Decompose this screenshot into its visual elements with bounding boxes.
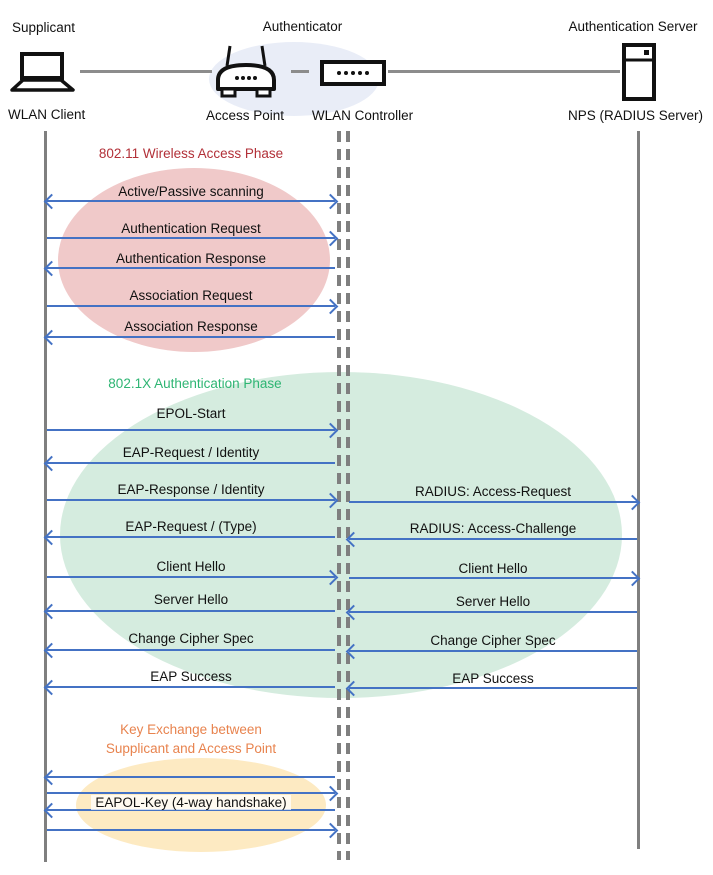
phase-ellipse-8021x-authentication xyxy=(60,372,622,698)
message-arrow-left xyxy=(349,650,637,652)
connector-client-ap xyxy=(80,70,212,73)
eapol-key-arrow-1-left xyxy=(47,776,335,778)
role-label-authenticator: Authenticator xyxy=(262,19,343,34)
message-label: EAP Success xyxy=(150,669,232,684)
phase-ellipse-80211-wireless-access xyxy=(58,168,330,352)
message-arrow-right xyxy=(349,577,637,579)
message-arrow-left xyxy=(47,686,335,688)
message-arrow-right xyxy=(47,429,335,431)
message-label: RADIUS: Access-Request xyxy=(414,484,572,499)
message-arrow-right xyxy=(47,576,335,578)
wlan-controller-icon xyxy=(320,60,386,86)
device-label-access-point: Access Point xyxy=(205,108,285,123)
message-label: Active/Passive scanning xyxy=(118,184,264,199)
device-label-wlan-client: WLAN Client xyxy=(8,107,86,122)
device-label-wlan-controller: WLAN Controller xyxy=(311,108,414,123)
message-label: Change Cipher Spec xyxy=(128,631,254,646)
message-arrow-right xyxy=(47,237,335,239)
message-arrow-left xyxy=(47,610,335,612)
message-label: Client Hello xyxy=(458,561,528,576)
phase-title-key-exchange-line2: Supplicant and Access Point xyxy=(105,741,277,756)
message-arrow-right xyxy=(47,305,335,307)
connector-ap-controller xyxy=(291,70,309,73)
lifeline-wlan-controller-dashed-2 xyxy=(346,131,350,860)
message-label: Server Hello xyxy=(455,594,531,609)
message-label: EPOL-Start xyxy=(156,406,226,421)
lifeline-nps-server xyxy=(637,131,640,849)
message-arrow-left xyxy=(47,462,335,464)
message-arrow-right xyxy=(47,499,335,501)
message-label: Authentication Response xyxy=(115,251,267,266)
message-label: RADIUS: Access-Challenge xyxy=(409,521,577,536)
message-label: EAP-Response / Identity xyxy=(117,482,265,497)
phase-title-key-exchange-line1: Key Exchange between xyxy=(120,722,262,737)
message-label: Client Hello xyxy=(156,559,226,574)
phase-title-80211-wireless-access: 802.11 Wireless Access Phase xyxy=(98,146,284,161)
message-arrow-left xyxy=(349,538,637,540)
lifeline-wlan-controller-dashed-1 xyxy=(337,131,341,860)
message-label: EAPOL-Key (4-way handshake) xyxy=(45,795,337,810)
message-label: Association Response xyxy=(124,319,258,334)
message-label: Association Request xyxy=(129,288,253,303)
message-label: EAP Success xyxy=(452,671,534,686)
phase-title-8021x-authentication: 802.1X Authentication Phase xyxy=(108,376,282,391)
server-icon xyxy=(622,43,656,101)
message-arrow-left xyxy=(349,611,637,613)
role-label-supplicant: Supplicant xyxy=(12,20,76,35)
connector-controller-server xyxy=(388,70,620,73)
message-arrow-both xyxy=(47,200,335,202)
message-label: EAP-Request / Identity xyxy=(122,445,260,460)
message-label: Server Hello xyxy=(153,592,229,607)
message-arrow-left xyxy=(47,267,335,269)
message-label: Change Cipher Spec xyxy=(430,633,556,648)
message-arrow-left xyxy=(47,336,335,338)
message-arrow-left xyxy=(47,649,335,651)
laptop-icon xyxy=(10,52,76,94)
device-label-nps-radius-server: NPS (RADIUS Server) xyxy=(567,108,704,123)
message-arrow-left xyxy=(47,536,335,538)
eapol-key-arrow-3-left xyxy=(47,809,335,811)
access-point-icon xyxy=(212,44,280,102)
lifeline-wlan-client xyxy=(44,131,47,862)
eapol-key-arrow-4-right xyxy=(47,829,335,831)
role-label-authentication-server: Authentication Server xyxy=(568,19,698,34)
message-label: EAP-Request / (Type) xyxy=(125,519,257,534)
eapol-key-arrow-2-right xyxy=(47,792,335,794)
message-arrow-left xyxy=(349,687,637,689)
message-label: Authentication Request xyxy=(121,221,261,236)
eapol-key-label-text: EAPOL-Key (4-way handshake) xyxy=(91,795,291,810)
message-arrow-right xyxy=(349,501,637,503)
